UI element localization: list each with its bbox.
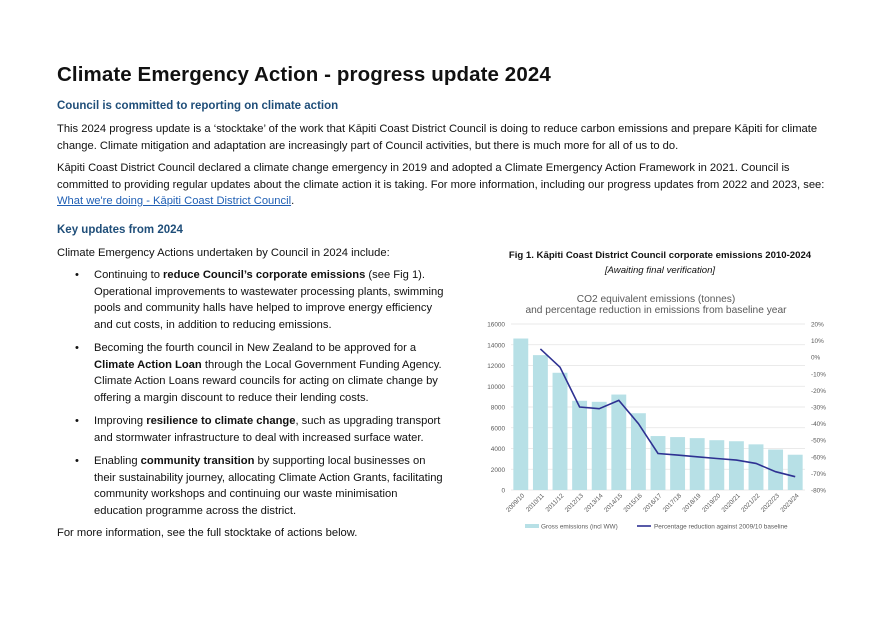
y-right-tick-label: -20% bbox=[811, 388, 826, 395]
bullet-dot: • bbox=[75, 415, 79, 427]
legend-label-percentage: Percentage reduction against 2009/10 bas… bbox=[654, 524, 788, 531]
bar-2011/12 bbox=[552, 372, 568, 490]
bullet-text: Improving resilience to climate change, … bbox=[94, 415, 441, 444]
x-tick-label: 2017/18 bbox=[662, 492, 684, 514]
bullet-text: Becoming the fourth council in New Zeala… bbox=[94, 342, 442, 404]
x-tick-label: 2021/22 bbox=[740, 492, 762, 514]
x-tick-label: 2018/19 bbox=[681, 492, 703, 514]
bar-2012/13 bbox=[572, 400, 588, 490]
y-left-tick-label: 0 bbox=[501, 488, 505, 495]
x-tick-label: 2019/20 bbox=[701, 492, 723, 514]
x-tick-label: 2023/24 bbox=[779, 492, 801, 514]
what-were-doing-link[interactable]: What we're doing - Kāpiti Coast District… bbox=[57, 195, 292, 207]
y-left-tick-label: 4000 bbox=[491, 446, 506, 453]
figure-subcaption: [Awaiting final verification] bbox=[604, 265, 716, 276]
y-right-tick-label: -50% bbox=[811, 438, 826, 445]
y-left-tick-label: 10000 bbox=[487, 384, 505, 391]
chart-title-line1: CO2 equivalent emissions (tonnes) bbox=[577, 294, 736, 305]
x-tick-label: 2014/15 bbox=[603, 492, 625, 514]
key-updates-intro: Climate Emergency Actions undertaken by … bbox=[57, 247, 390, 259]
y-right-tick-label: 0% bbox=[811, 355, 821, 362]
bullet-bold: reduce Council’s corporate emissions bbox=[163, 269, 366, 281]
bar-2023/24 bbox=[787, 454, 803, 490]
bullet-bold: resilience to climate change bbox=[146, 415, 296, 427]
y-right-tick-label: -30% bbox=[811, 405, 826, 412]
declaration-text: Kāpiti Coast District Council declared a… bbox=[57, 162, 825, 191]
intro-paragraph: This 2024 progress update is a ‘stocktak… bbox=[57, 123, 818, 152]
declaration-paragraph: Kāpiti Coast District Council declared a… bbox=[57, 160, 832, 210]
bar-2009/10 bbox=[513, 338, 529, 490]
y-right-tick-label: -10% bbox=[811, 371, 826, 378]
y-right-tick-label: -60% bbox=[811, 454, 826, 461]
chart-title-line2: and percentage reduction in emissions fr… bbox=[525, 305, 787, 316]
y-left-tick-label: 14000 bbox=[487, 342, 505, 349]
bullet-dot: • bbox=[75, 455, 79, 467]
y-right-tick-label: -80% bbox=[811, 488, 826, 495]
bar-2018/19 bbox=[689, 438, 705, 490]
page-title: Climate Emergency Action - progress upda… bbox=[57, 63, 551, 86]
y-left-tick-label: 16000 bbox=[487, 322, 505, 329]
x-tick-label: 2022/23 bbox=[760, 492, 782, 514]
outro-paragraph: For more information, see the full stock… bbox=[57, 527, 358, 539]
y-right-tick-label: 20% bbox=[811, 322, 824, 329]
bullet-dot: • bbox=[75, 269, 79, 281]
bar-2022/23 bbox=[768, 449, 784, 490]
legend-label-gross: Gross emissions (incl WW) bbox=[541, 524, 618, 531]
y-right-tick-label: 10% bbox=[811, 338, 824, 345]
y-left-tick-label: 2000 bbox=[491, 467, 506, 474]
bar-2020/21 bbox=[728, 441, 744, 490]
link-period: . bbox=[291, 195, 295, 207]
y-left-tick-label: 8000 bbox=[491, 405, 506, 412]
bar-2015/16 bbox=[630, 413, 646, 490]
x-tick-label: 2013/14 bbox=[583, 492, 605, 514]
bullet-text: Enabling community transition by support… bbox=[94, 455, 443, 517]
x-tick-label: 2011/12 bbox=[544, 492, 565, 513]
x-tick-label: 2009/10 bbox=[505, 492, 527, 514]
bullet-dot: • bbox=[75, 342, 79, 354]
bar-2017/18 bbox=[670, 437, 686, 490]
bullet-bold: community transition bbox=[140, 455, 255, 467]
figure-caption: Fig 1. Kāpiti Coast District Council cor… bbox=[508, 250, 812, 261]
bullet-bold: Climate Action Loan bbox=[94, 358, 202, 371]
bar-2014/15 bbox=[611, 394, 627, 490]
series-line-percentage-reduction bbox=[539, 348, 796, 478]
bar-2016/17 bbox=[650, 436, 666, 490]
x-tick-label: 2010/11 bbox=[525, 492, 546, 513]
section-heading-reporting: Council is committed to reporting on cli… bbox=[57, 100, 339, 112]
x-tick-label: 2012/13 bbox=[564, 492, 586, 514]
bar-2021/22 bbox=[748, 444, 764, 490]
x-tick-label: 2015/16 bbox=[623, 492, 645, 514]
y-right-tick-label: -70% bbox=[811, 471, 826, 478]
y-left-tick-label: 6000 bbox=[491, 425, 506, 432]
section-heading-key-updates: Key updates from 2024 bbox=[57, 224, 183, 236]
y-left-tick-label: 12000 bbox=[487, 363, 505, 370]
x-tick-label: 2020/21 bbox=[721, 492, 743, 514]
bar-2013/14 bbox=[591, 401, 607, 490]
y-right-tick-label: -40% bbox=[811, 421, 826, 428]
x-tick-label: 2016/17 bbox=[642, 492, 664, 514]
bar-2010/11 bbox=[532, 355, 548, 490]
legend-swatch-gross bbox=[525, 524, 539, 528]
bullet-text: Continuing to reduce Council’s corporate… bbox=[94, 269, 444, 331]
bar-2019/20 bbox=[709, 440, 725, 490]
